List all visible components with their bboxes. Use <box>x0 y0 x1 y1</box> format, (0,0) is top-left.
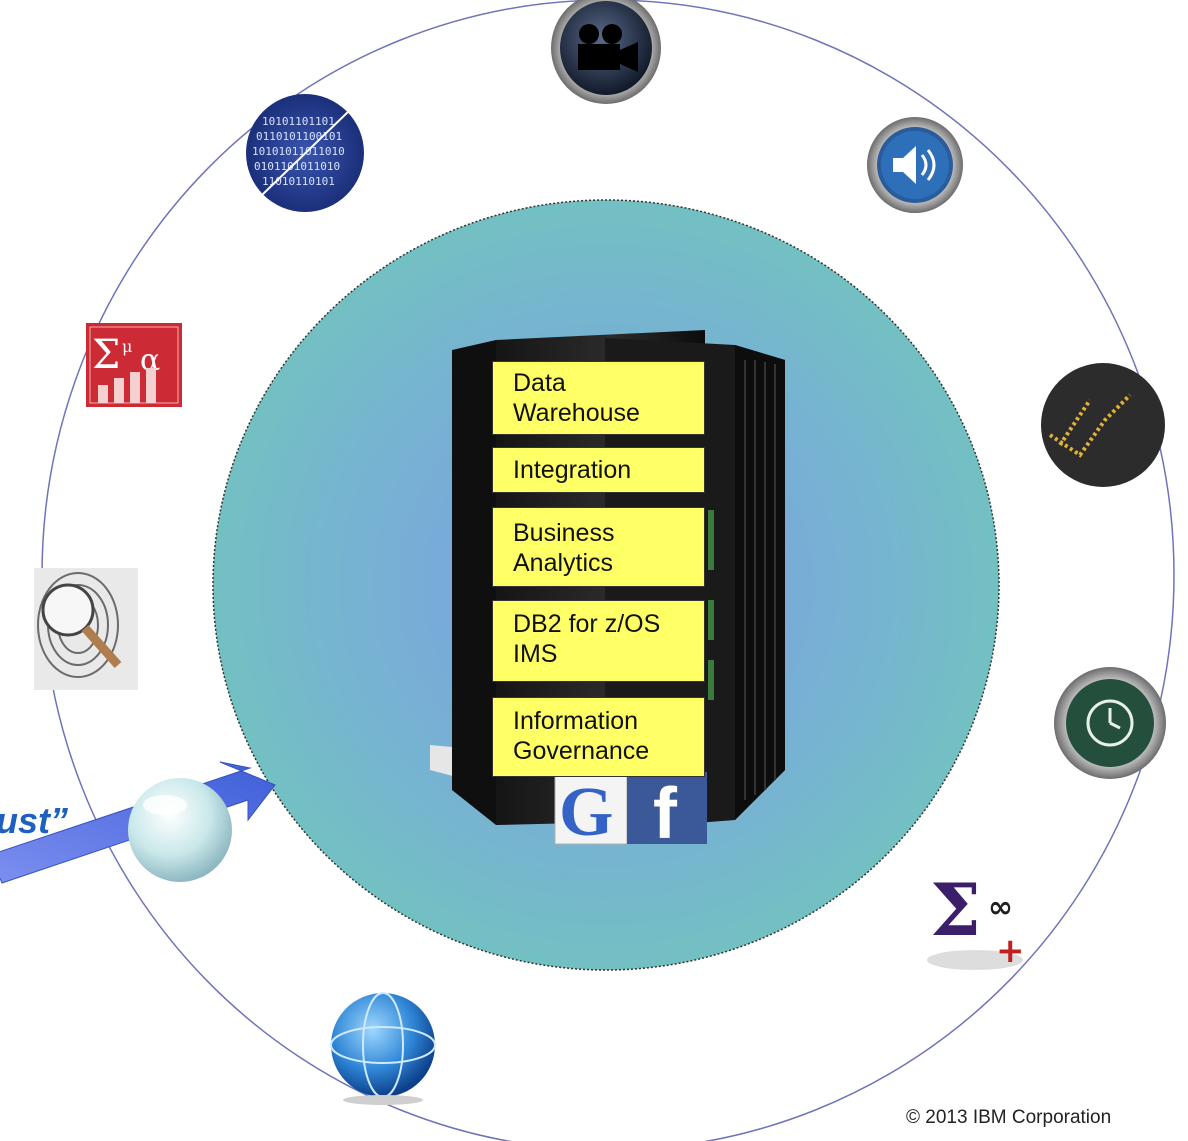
globe-icon <box>330 992 436 1105</box>
stack-box-line2: Analytics <box>513 549 614 577</box>
svg-text:G: G <box>559 774 613 851</box>
stack-box-integration: Integration <box>492 447 705 493</box>
video-camera-icon <box>551 0 661 104</box>
svg-text:0101101011010: 0101101011010 <box>254 160 340 173</box>
svg-text:∞: ∞ <box>988 890 1013 925</box>
copyright-footer: © 2013 IBM Corporation <box>906 1107 1112 1128</box>
stack-box-line1: Business <box>513 519 615 547</box>
stack-box-db2-ims: DB2 for z/OS IMS <box>492 600 705 682</box>
stack-box-line2: IMS <box>513 640 558 668</box>
sigma-infinity-icon: Σ ∞ + <box>927 867 1025 971</box>
fingerprint-magnifier-icon <box>34 568 138 690</box>
stack-box-data-warehouse: Data Warehouse <box>492 361 705 435</box>
stack-box-line1: DB2 for z/OS <box>513 610 661 638</box>
trend-chart-icon <box>1041 363 1165 487</box>
svg-text:11010110101: 11010110101 <box>262 175 335 188</box>
svg-text:0110101100101: 0110101100101 <box>256 130 342 143</box>
speaker-icon <box>867 117 963 213</box>
time-machine-icon <box>1054 667 1166 779</box>
svg-text:10101011011010: 10101011011010 <box>252 145 345 158</box>
svg-text:f: f <box>653 774 678 854</box>
glass-sphere-icon <box>128 778 232 882</box>
svg-text:μ: μ <box>122 337 132 356</box>
svg-text:10101101101: 10101101101 <box>262 115 335 128</box>
stack-box-business-analytics: Business Analytics <box>492 507 705 587</box>
svg-text:+: + <box>996 931 1025 971</box>
stack-box-line1: Data <box>513 369 566 397</box>
stack-box-information-governance: Information Governance <box>492 697 705 777</box>
svg-text:Σ: Σ <box>930 867 981 952</box>
stack-box-line1: Integration <box>513 456 632 484</box>
stack-box-line2: Governance <box>513 737 650 765</box>
stack-box-line1: Information <box>513 707 639 735</box>
math-chart-icon: Σ μ α <box>86 323 182 407</box>
binary-data-icon: 10101101101 0110101100101 10101011011010… <box>246 94 364 212</box>
trust-callout-text: ust” <box>0 800 68 841</box>
stack-box-line2: Warehouse <box>513 399 640 427</box>
svg-text:Σ: Σ <box>92 332 120 378</box>
